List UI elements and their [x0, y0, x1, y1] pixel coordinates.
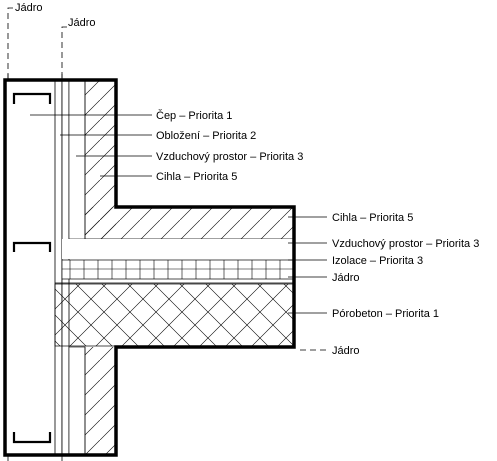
stud-channel-middle: [12, 241, 52, 252]
assembly-outline: [3, 78, 296, 457]
callout-cihla-wall: Cihla – Priorita 5: [156, 171, 237, 183]
brick-floor-upper: [85, 207, 294, 239]
stud-cavity: [5, 80, 55, 455]
callout-porobeton: Pórobeton – Priorita 1: [332, 308, 439, 320]
leader-lines: [30, 114, 327, 351]
air-gap-floor: [62, 239, 294, 259]
insulation-layer: [61, 259, 295, 280]
callout-jadro-top: Jádro: [332, 272, 360, 284]
callout-vzduch-floor: Vzduchový prostor – Priorita 3: [332, 238, 479, 250]
brick-wall-lower: [85, 347, 116, 455]
air-gap-wall: [68, 79, 86, 240]
core-boundary-lines-bottom: [7, 455, 63, 461]
core-label-left: Jádro: [15, 2, 43, 14]
callout-vzduch-wall: Vzduchový prostor – Priorita 3: [156, 151, 303, 163]
stud-channel-top: [12, 92, 52, 104]
stud-channel-bottom: [12, 432, 52, 444]
callout-cep: Čep – Priorita 1: [156, 109, 232, 122]
aerated-concrete-slab: [54, 283, 295, 347]
callout-izolace: Izolace – Priorita 3: [332, 255, 423, 267]
air-gap-wall-lower: [68, 346, 86, 456]
callout-oblozeni: Obložení – Priorita 2: [156, 130, 256, 142]
core-boundary-lines: [7, 7, 67, 80]
callout-cihla-floor: Cihla – Priorita 5: [332, 212, 413, 224]
core-label-inner: Jádro: [68, 17, 96, 29]
callout-jadro-bottom: Jádro: [332, 345, 360, 357]
